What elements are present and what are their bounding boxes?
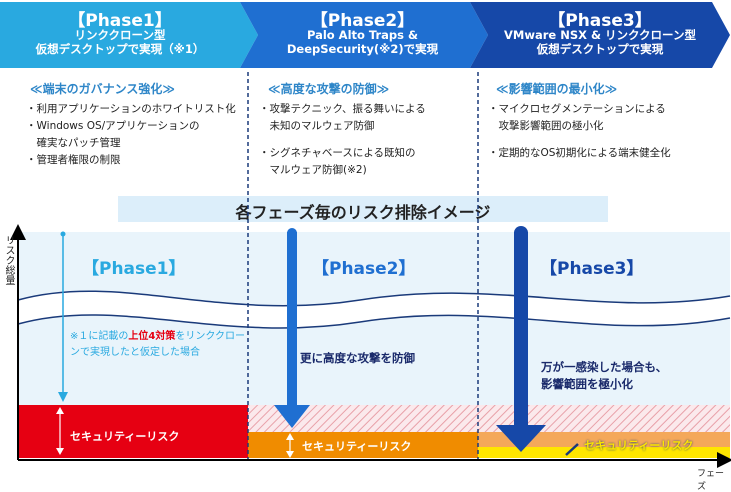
list-item: ・シグネチャベースによる既知の マルウェア防御(※2) bbox=[259, 147, 416, 176]
phase1-note: ※１に記載の上位4対策をリンククローンで実現したと仮定した場合 bbox=[70, 329, 248, 361]
x-axis-label: フェーズ bbox=[697, 469, 725, 492]
phase3-bullets: ・マイクロセグメンテーションによる 攻撃影響範囲の極小化 ・定期的なOS初期化に… bbox=[488, 101, 718, 162]
note-prefix: ※１に記載の bbox=[70, 331, 129, 342]
phase3-title: 【Phase3】 bbox=[548, 11, 652, 31]
note-highlight: 上位4対策 bbox=[128, 331, 176, 342]
banner-text: 各フェーズ毎のリスク排除イメージ bbox=[235, 203, 491, 222]
list-item: ・利用アプリケーションのホワイトリスト化 bbox=[26, 103, 236, 115]
note-suffix: をリンククローンで実現したと仮定した場合 bbox=[70, 331, 245, 358]
phase3-arrow-head bbox=[496, 425, 546, 452]
phase2-arrow-shaft bbox=[287, 232, 297, 407]
phase3-chevron bbox=[470, 2, 730, 68]
phase2-title: 【Phase2】 bbox=[310, 11, 415, 31]
phase3-heading: ≪影響範囲の最小化≫ bbox=[496, 82, 618, 96]
risk-bar-phase3 bbox=[478, 447, 730, 458]
phase2-arrow-head bbox=[274, 405, 310, 428]
phase1-bullets: ・利用アプリケーションのホワイトリスト化 ・Windows OS/アプリケーショ… bbox=[26, 101, 246, 169]
phase1-subtitle: リンククローン型 仮想デスクトップで実現（※1） bbox=[35, 28, 205, 56]
list-item: ・マイクロセグメンテーションによる 攻撃影響範囲の極小化 bbox=[488, 103, 666, 132]
phase1-title: 【Phase1】 bbox=[68, 11, 172, 31]
phase3-description: 万が一感染した場合も、 影響範囲を極小化 bbox=[541, 360, 668, 391]
phase2-chevron bbox=[240, 2, 488, 68]
phase2-subtitle: Palo Alto Traps & DeepSecurity(※2)で実現 bbox=[286, 28, 439, 56]
phase1-heading: ≪端末のガバナンス強化≫ bbox=[30, 82, 175, 96]
risk-size-indicator-1 bbox=[56, 407, 64, 455]
phase3-pointer bbox=[565, 443, 579, 456]
phase2-bullets: ・攻撃テクニック、振る舞いによる 未知のマルウェア防御 ・シグネチャベースによる… bbox=[259, 101, 469, 179]
list-item: ・攻撃テクニック、振る舞いによる 未知のマルウェア防御 bbox=[259, 103, 426, 132]
phase2-heading: ≪高度な攻撃の防御≫ bbox=[268, 82, 390, 96]
phase1-arrow-start bbox=[60, 231, 66, 237]
risk-chart bbox=[10, 72, 731, 468]
phase2-description: 更に高度な攻撃を防御 bbox=[300, 351, 415, 365]
header-chevrons bbox=[0, 2, 730, 68]
phase3-arrow-shaft bbox=[514, 232, 528, 427]
risk-size-indicator-2 bbox=[286, 433, 294, 458]
phase1-arrow-head bbox=[58, 392, 68, 402]
banner bbox=[118, 196, 608, 222]
list-item: ・管理者権限の制限 bbox=[26, 154, 121, 166]
phase3-arrow-start bbox=[514, 226, 528, 240]
phase2-header: 【Phase2】 Palo Alto Traps & DeepSecurity(… bbox=[255, 0, 470, 68]
risk-mid-phase3 bbox=[478, 432, 730, 447]
wave-line-bottom bbox=[17, 314, 731, 329]
risk-label-phase2: セキュリティーリスク bbox=[302, 440, 412, 453]
chart-phase3-label: 【Phase3】 bbox=[540, 259, 644, 279]
risk-label-phase1: セキュリティーリスク bbox=[70, 430, 180, 443]
phase1-header: 【Phase1】 リンククローン型 仮想デスクトップで実現（※1） bbox=[0, 0, 240, 68]
risk-label-phase3: セキュリティーリスク bbox=[584, 439, 694, 452]
phase3-subtitle: VMware NSX & リンククローン型 仮想デスクトップで実現 bbox=[504, 28, 696, 56]
y-axis-label: リスク総量 bbox=[3, 235, 14, 285]
chart-phase2-label: 【Phase2】 bbox=[312, 259, 416, 279]
chart-phase1-label: 【Phase1】 bbox=[82, 259, 186, 279]
wave-line-top bbox=[17, 290, 731, 307]
phase2-arrow-start bbox=[287, 228, 297, 238]
list-item: ・Windows OS/アプリケーションの 確実なパッチ管理 bbox=[26, 120, 200, 149]
phase3-header: 【Phase3】 VMware NSX & リンククローン型 仮想デスクトップで… bbox=[485, 0, 715, 68]
phase1-chevron bbox=[0, 2, 258, 68]
list-item: ・定期的なOS初期化による端末健全化 bbox=[488, 147, 671, 159]
risk-bar-phase2 bbox=[248, 432, 478, 458]
